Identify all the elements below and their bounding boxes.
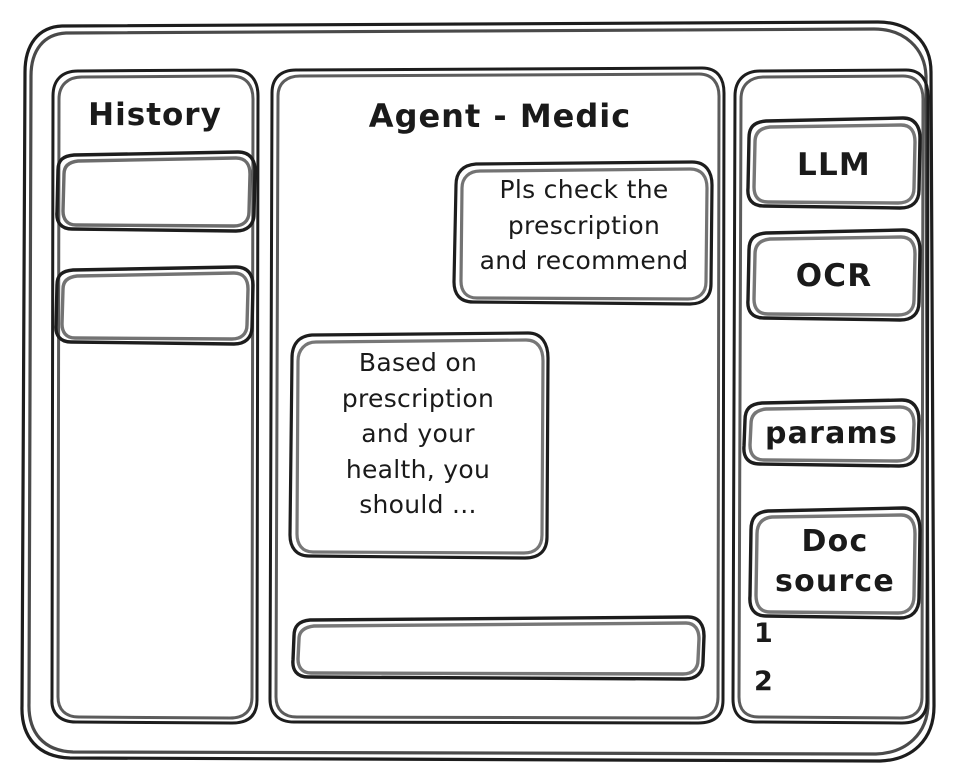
user-message-bubble: Pls check the prescription and recommend: [454, 162, 712, 305]
tool-button-llm[interactable]: LLM: [748, 118, 920, 208]
history-item-2[interactable]: [55, 267, 255, 345]
tool-button-ocr-label: OCR: [795, 258, 873, 294]
user-message-text: Pls check the prescription and recommend: [479, 175, 689, 275]
history-panel-title: History: [88, 97, 222, 133]
tool-button-params-label: params: [764, 416, 899, 451]
tool-button-ocr[interactable]: OCR: [748, 230, 920, 320]
agent-message-bubble: Based on prescription and your health, y…: [290, 333, 548, 559]
tool-button-params[interactable]: params: [744, 400, 919, 466]
message-input[interactable]: [293, 617, 705, 679]
doc-source-item-2[interactable]: 2: [748, 660, 838, 702]
tool-button-llm-label: LLM: [797, 147, 871, 183]
page-title: Agent - Medic: [368, 97, 632, 135]
tool-button-doc-source[interactable]: Doc source: [750, 508, 920, 618]
history-item-1[interactable]: [56, 152, 258, 232]
doc-source-item-1-label: 1: [754, 618, 774, 649]
doc-source-item-2-label: 2: [754, 666, 774, 697]
doc-source-item-1[interactable]: 1: [748, 612, 838, 654]
tool-button-doc-source-label: Doc source: [775, 524, 895, 599]
agent-message-text: Based on prescription and your health, y…: [341, 348, 495, 519]
